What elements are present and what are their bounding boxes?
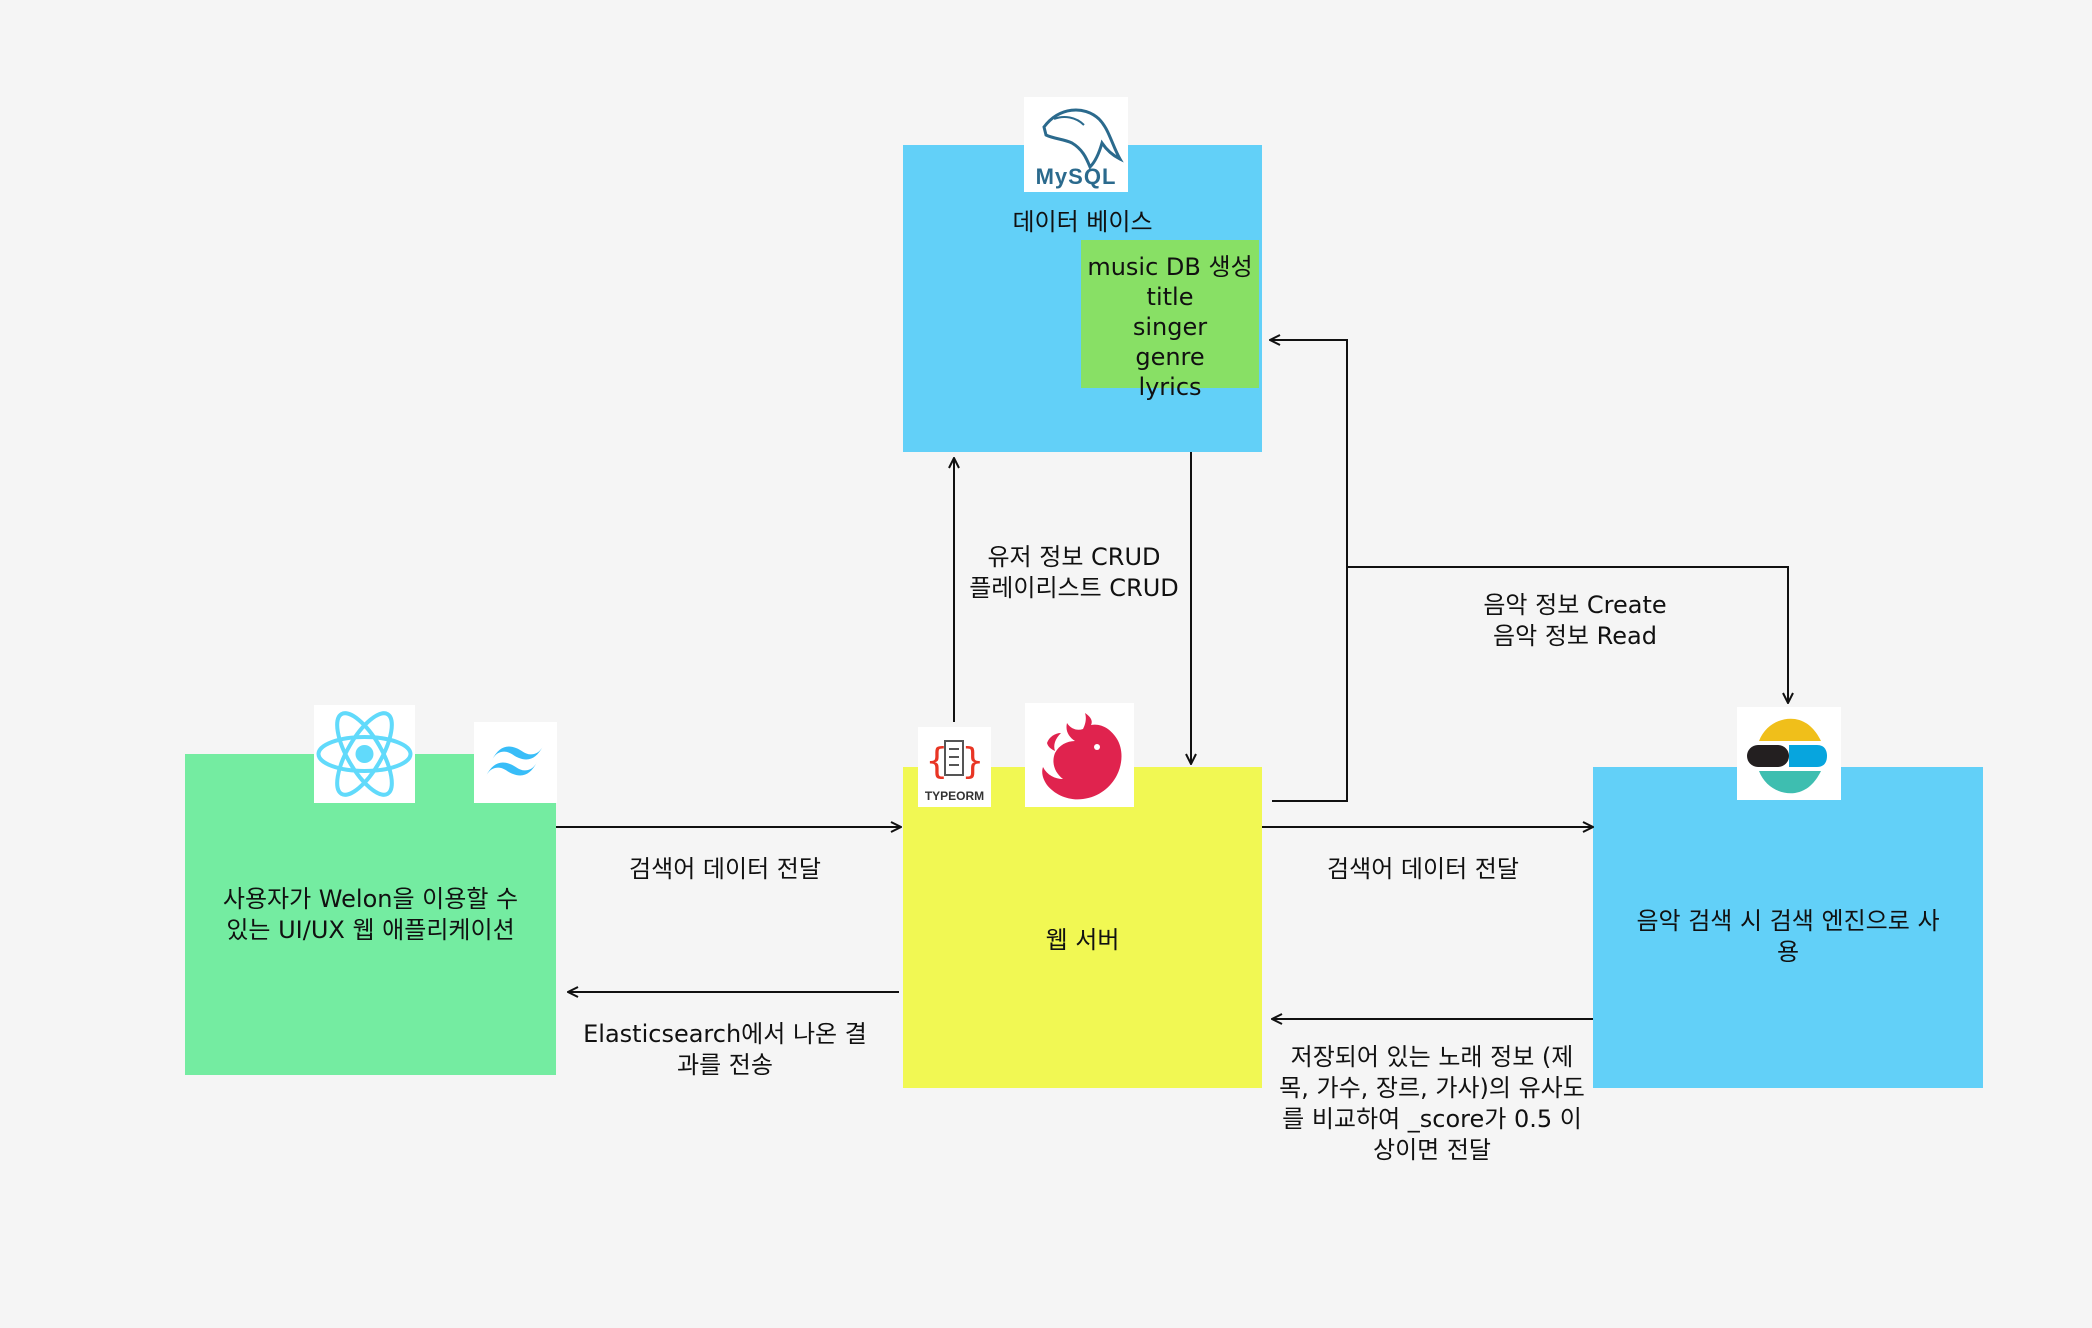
music-info-label: 음악 정보 Create 음악 정보 Read (1483, 591, 1667, 650)
mysql-logo-text: MySQL (1035, 164, 1117, 189)
dolphin-icon (1042, 108, 1124, 170)
client-label: 사용자가 Welon을 이용할 수 있는 UI/UX 웹 애플리케이션 (222, 884, 519, 944)
react-icon (316, 711, 413, 797)
elasticsearch-logo (1737, 707, 1841, 800)
tailwind-icon (486, 746, 543, 776)
database-title: 데이터 베이스 (1012, 208, 1153, 236)
server-box: 웹 서버 (903, 767, 1262, 1088)
typeorm-logo: { } TYPEORM (918, 727, 991, 807)
svg-text:{: { (926, 741, 948, 782)
arrow-server-to-db-side (1270, 340, 1348, 802)
crud-label: 유저 정보 CRUD 플레이리스트 CRUD (969, 543, 1179, 602)
server-label: 웹 서버 (1045, 926, 1120, 954)
schema-line: singer (1132, 313, 1208, 341)
server-to-client-label: Elasticsearch에서 나온 결 과를 전송 (583, 1020, 867, 1079)
client-box: 사용자가 Welon을 이용할 수 있는 UI/UX 웹 애플리케이션 (185, 754, 556, 1075)
search-to-server-label: 저장되어 있는 노래 정보 (제 목, 가수, 장르, 가사)의 유사도 를 비… (1279, 1043, 1585, 1164)
elasticsearch-icon (1747, 718, 1827, 794)
typeorm-logo-text: TYPEORM (924, 789, 985, 803)
schema-line: title (1146, 283, 1194, 311)
tailwind-logo (474, 722, 557, 803)
nestjs-cat-icon (1042, 713, 1122, 800)
mysql-logo: MySQL (1024, 97, 1128, 192)
schema-line: lyrics (1138, 373, 1202, 401)
schema-line: music DB 생성 (1087, 253, 1253, 281)
server-to-search-label: 검색어 데이터 전달 (1327, 855, 1519, 883)
client-to-server-label: 검색어 데이터 전달 (629, 855, 821, 883)
search-engine-box: 음악 검색 시 검색 엔진으로 사 용 (1593, 767, 1983, 1088)
typeorm-icon: { } (926, 740, 984, 782)
search-engine-label: 음악 검색 시 검색 엔진으로 사 용 (1636, 907, 1940, 966)
database-box: 데이터 베이스 music DB 생성 title singer genre l… (903, 145, 1262, 452)
schema-box: music DB 생성 title singer genre lyrics (1081, 240, 1259, 401)
nestjs-logo (1025, 703, 1134, 807)
arrow-to-search-engine (1347, 566, 1788, 703)
react-logo (314, 705, 415, 803)
svg-text:}: } (962, 741, 984, 782)
schema-line: genre (1135, 343, 1205, 371)
